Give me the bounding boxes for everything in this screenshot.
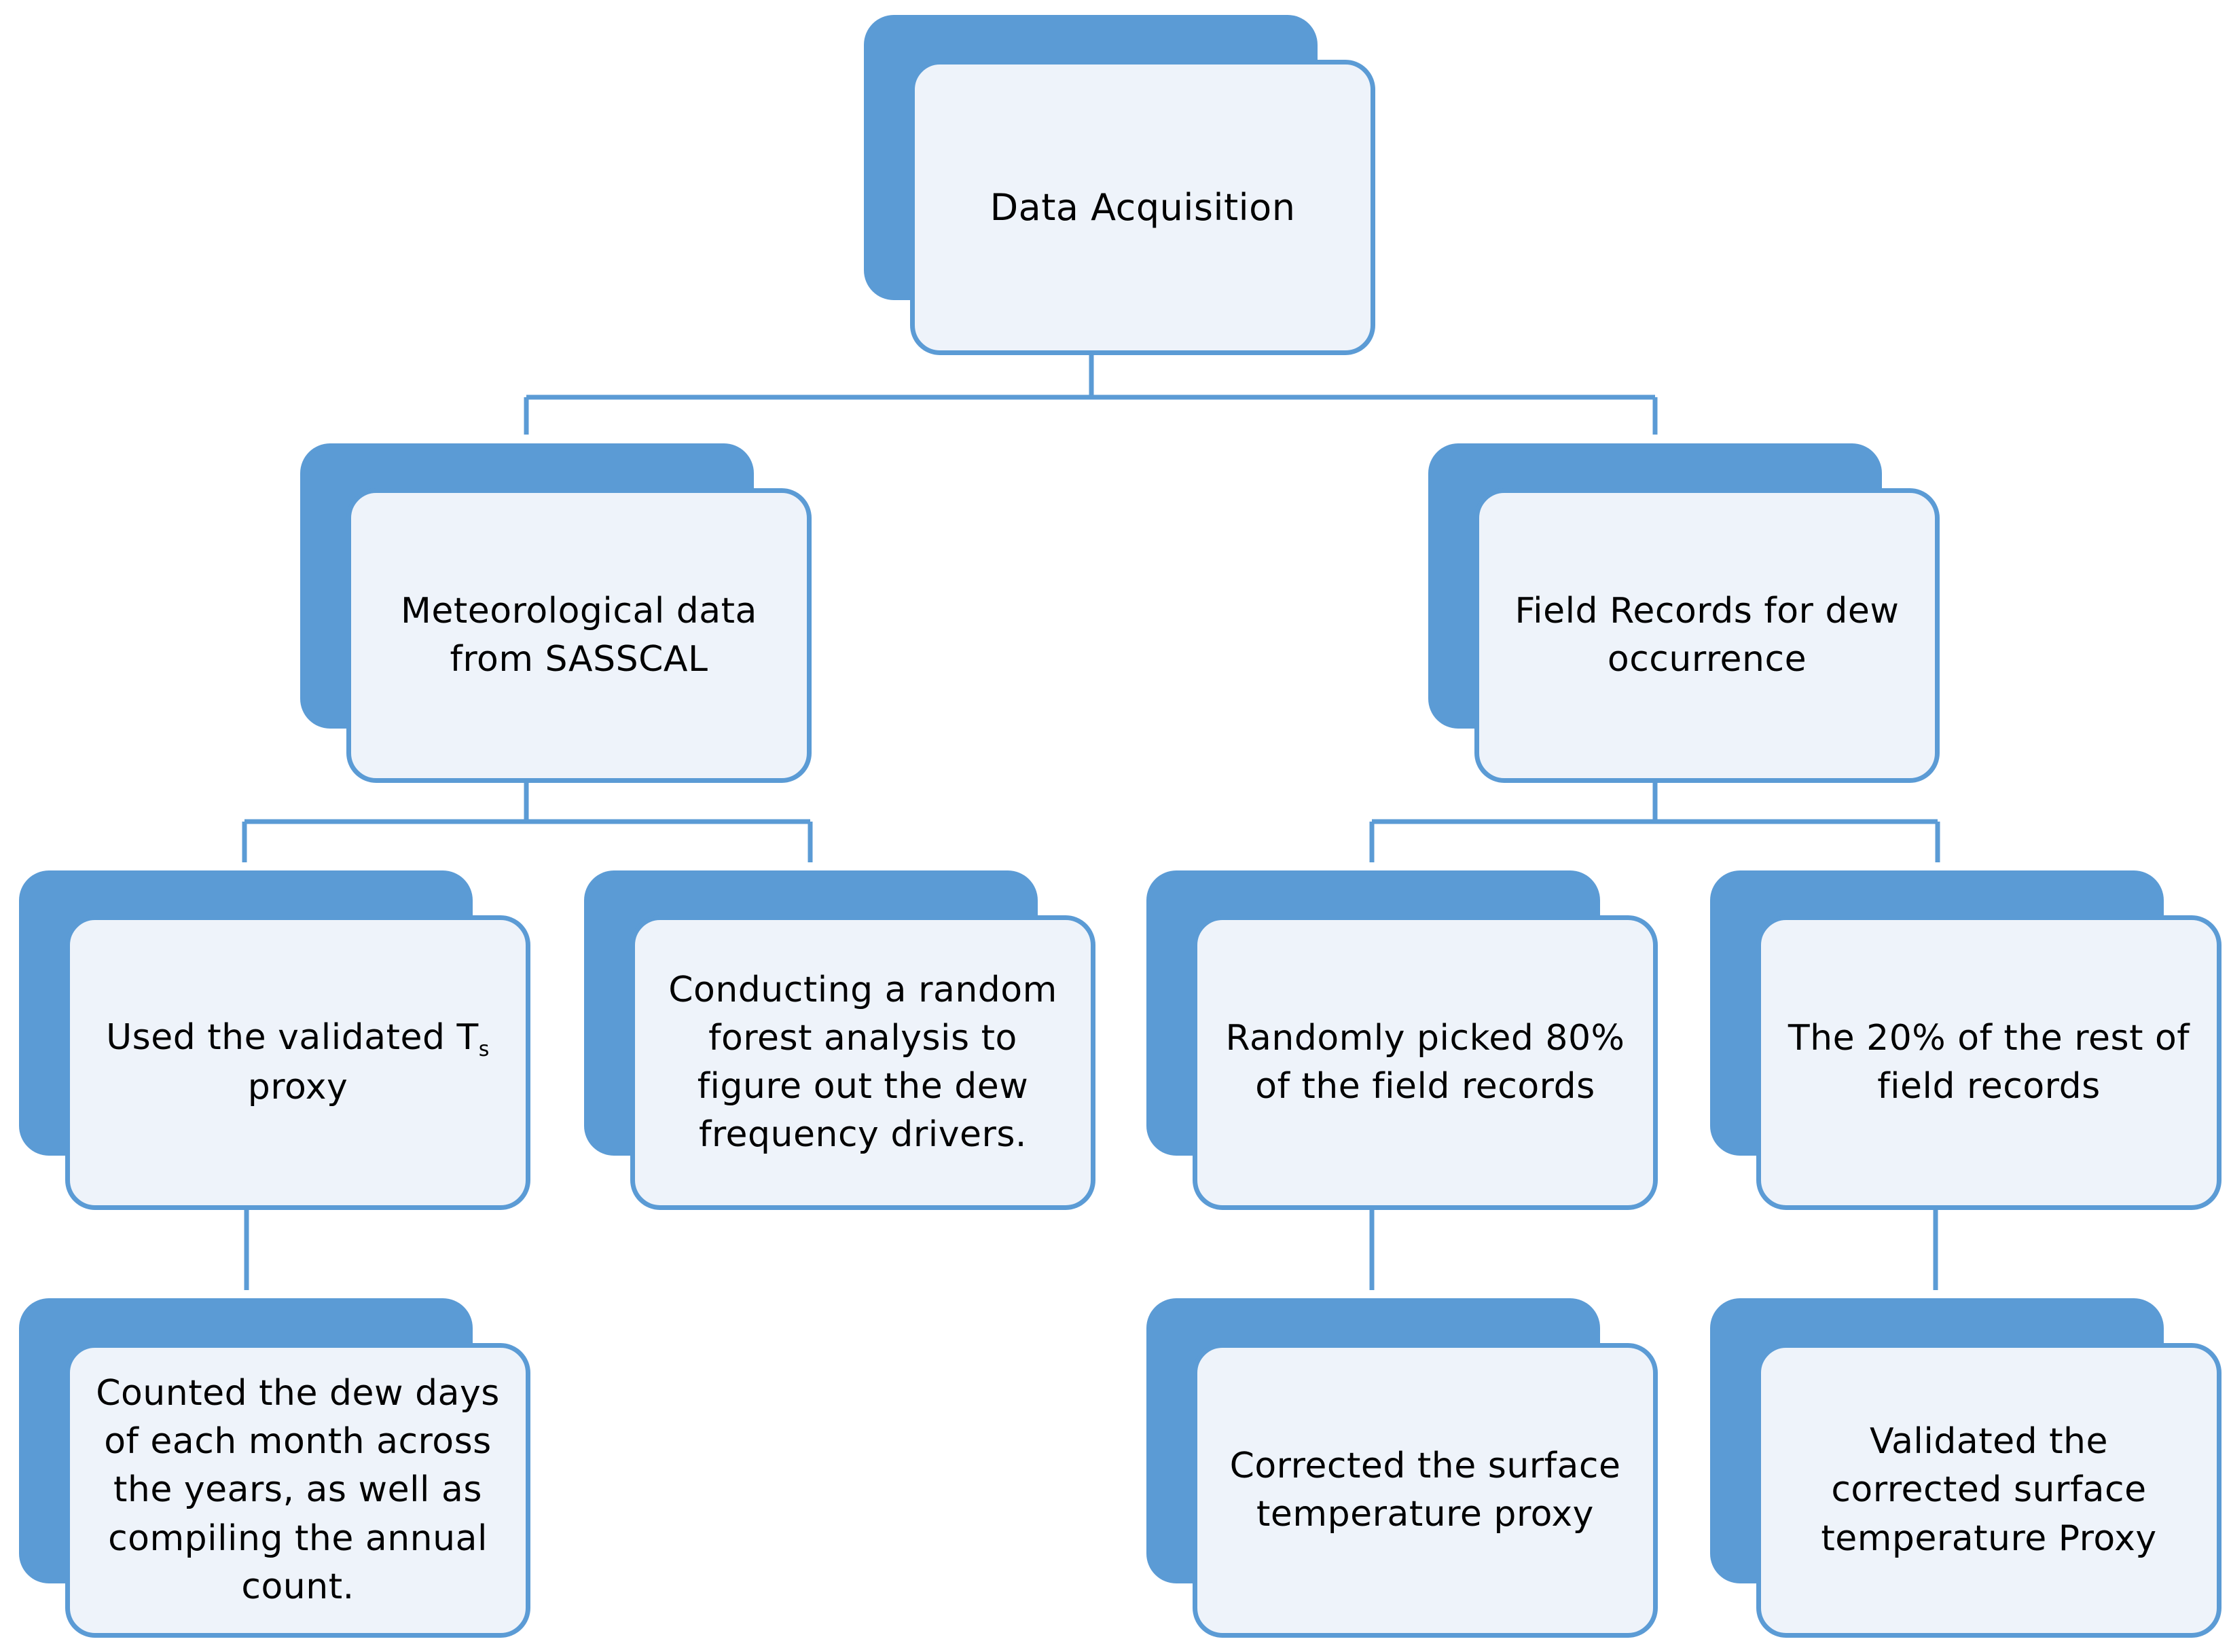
node-label: Corrected the surface temperature proxy (1229, 1445, 1621, 1535)
node-label: Field Records for dew occurrence (1514, 590, 1900, 680)
node-box: Validated the corrected surface temperat… (1756, 1343, 2221, 1638)
node-validated-corrected: Validated the corrected surface temperat… (1710, 1298, 2221, 1638)
node-rest-20: The 20% of the rest of field records (1710, 870, 2221, 1210)
node-random-80: Randomly picked 80% of the field records (1146, 870, 1658, 1210)
node-box: The 20% of the rest of field records (1756, 915, 2221, 1210)
node-meteorological-data: Meteorological data from SASSCAL (300, 443, 812, 783)
node-label: Data Acquisition (990, 185, 1296, 229)
node-box: Conducting a random forest analysis to f… (630, 915, 1095, 1210)
node-label: Validated the corrected surface temperat… (1821, 1421, 2157, 1559)
connector-field (1369, 781, 1940, 862)
node-data-acquisition: Data Acquisition (864, 15, 1375, 355)
node-random-forest: Conducting a random forest analysis to f… (584, 870, 1095, 1210)
node-box: Counted the dew days of each month acros… (65, 1343, 530, 1638)
connector-root (524, 350, 1658, 435)
node-label: Counted the dew days of each month acros… (96, 1372, 500, 1607)
node-field-records: Field Records for dew occurrence (1428, 443, 1940, 783)
node-label: Randomly picked 80% of the field records (1225, 1017, 1625, 1107)
node-label: The 20% of the rest of field records (1788, 1017, 2190, 1107)
node-box: Randomly picked 80% of the field records (1193, 915, 1658, 1210)
node-box: Corrected the surface temperature proxy (1193, 1343, 1658, 1638)
node-label: Meteorological data from SASSCAL (401, 590, 757, 680)
node-box: Meteorological data from SASSCAL (346, 488, 812, 783)
connector-meteo (242, 781, 813, 862)
node-box: Data Acquisition (910, 60, 1375, 355)
node-corrected-proxy: Corrected the surface temperature proxy (1146, 1298, 1658, 1638)
node-counted-dew-days: Counted the dew days of each month acros… (19, 1298, 530, 1638)
node-label: Conducting a random forest analysis to f… (668, 969, 1057, 1156)
node-box: Field Records for dew occurrence (1474, 488, 1940, 783)
